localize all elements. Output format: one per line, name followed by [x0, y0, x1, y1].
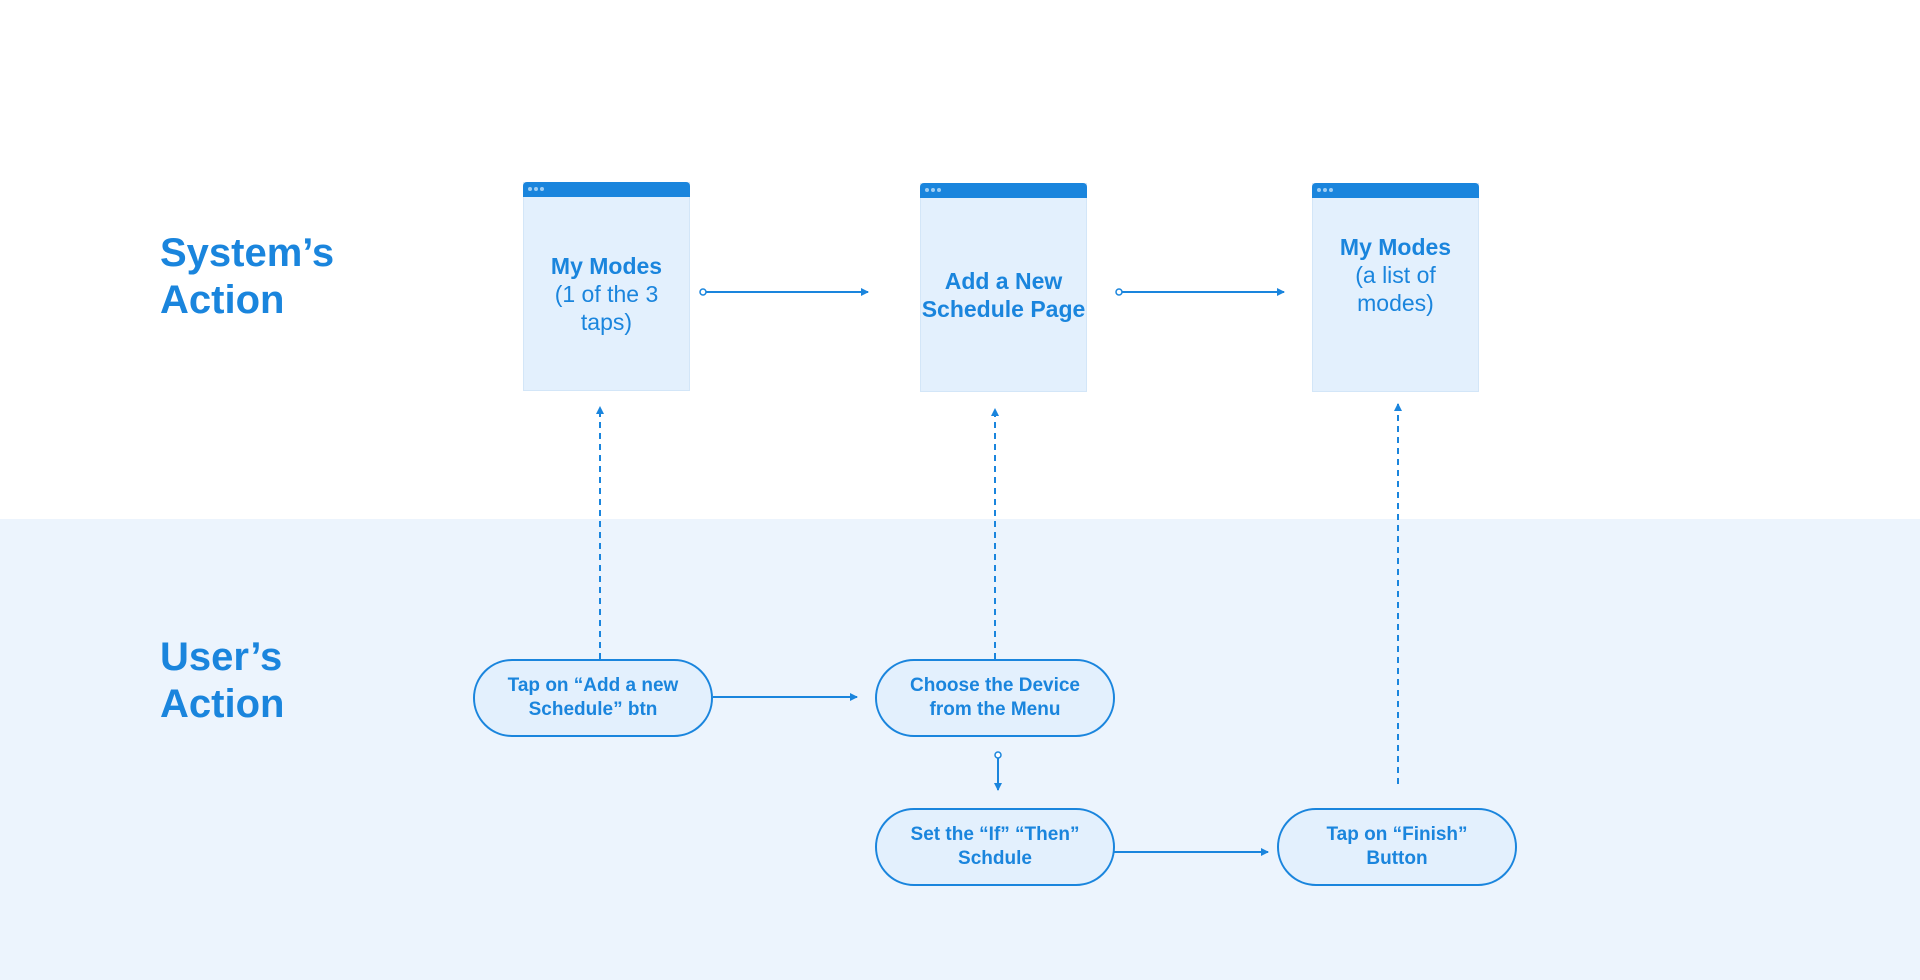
screen-detail-line1: (a list of	[1355, 262, 1436, 288]
window-dots-icon	[528, 187, 544, 191]
arrow-screen2-to-screen3	[1115, 288, 1285, 296]
step-set-if-then: Set the “If” “Then” Schdule	[875, 808, 1115, 886]
screen-my-modes: My Modes (1 of the 3 taps)	[523, 182, 690, 391]
step-line2: Schdule	[958, 848, 1032, 869]
window-title-bar	[920, 183, 1087, 198]
system-lane-label-line2: Action	[160, 278, 285, 322]
step-choose-device: Choose the Device from the Menu	[875, 659, 1115, 737]
screen-my-modes-list: My Modes (a list of modes)	[1312, 183, 1479, 392]
screen-add-new-schedule: Add a New Schedule Page	[920, 183, 1087, 392]
screen-detail-line1: (1 of the 3	[554, 280, 659, 307]
step-line1: Tap on “Add a new	[507, 675, 679, 696]
system-lane-label-line1: System’s	[160, 231, 335, 275]
step-tap-finish: Tap on “Finish” Button	[1277, 808, 1517, 886]
window-title-bar	[1312, 183, 1479, 198]
screen-detail-line2: taps)	[580, 308, 633, 335]
screen-detail-line2: modes)	[1357, 290, 1434, 316]
step-line2: Schedule” btn	[528, 699, 658, 720]
user-lane-label-line2: Action	[160, 682, 285, 726]
user-lane-label-line1: User’s	[160, 635, 283, 679]
arrow-screen1-to-screen2	[699, 288, 869, 296]
user-lane-background	[0, 519, 1920, 980]
user-lane-label: User’s Action	[160, 634, 284, 728]
arrow-step2-to-step3	[994, 751, 1002, 791]
screen-title: My Modes	[1339, 234, 1452, 260]
step-line2: from the Menu	[929, 699, 1061, 720]
step-line1: Set the “If” “Then”	[910, 824, 1080, 845]
screen-title: My Modes	[550, 252, 663, 279]
system-lane-label: System’s Action	[160, 230, 334, 324]
screen-title-line2: Schedule Page	[921, 295, 1086, 322]
window-title-bar	[523, 182, 690, 197]
screen-title-line1: Add a New	[944, 267, 1063, 294]
step-line1: Tap on “Finish”	[1326, 824, 1468, 845]
window-dots-icon	[1317, 188, 1333, 192]
step-tap-add-schedule: Tap on “Add a new Schedule” btn	[473, 659, 713, 737]
step-line2: Button	[1366, 848, 1428, 869]
window-dots-icon	[925, 188, 941, 192]
step-line1: Choose the Device	[910, 675, 1080, 696]
